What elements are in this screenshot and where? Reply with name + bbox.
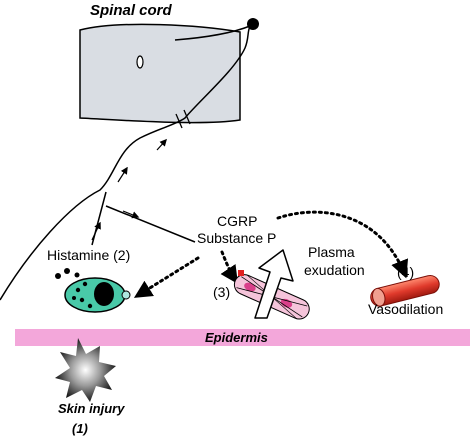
mast-cell-nucleus bbox=[94, 282, 114, 306]
dotted-arrow-to-plasma bbox=[220, 250, 238, 284]
dotted-arrow-to-mast-cell bbox=[133, 256, 200, 298]
mast-cell bbox=[55, 268, 131, 313]
skin-injury-step-label: (1) bbox=[72, 421, 88, 436]
plasma-label: Plasma bbox=[308, 244, 355, 260]
substance-p-label: Substance P bbox=[197, 230, 277, 246]
spinal-cord-label: Spinal cord bbox=[90, 2, 172, 19]
step-4-label: (4) bbox=[397, 264, 415, 280]
step-3-label: (3) bbox=[213, 284, 231, 300]
epidermis-label: Epidermis bbox=[205, 330, 268, 345]
histamine-label: Histamine (2) bbox=[47, 247, 131, 263]
nerve-break-mark bbox=[183, 109, 191, 125]
vasodilation-label: Vasodilation bbox=[368, 301, 444, 317]
plasma-exudation-arrow bbox=[254, 249, 294, 319]
exudation-label: exudation bbox=[304, 262, 365, 278]
cgrp-label: CGRP bbox=[217, 213, 258, 229]
signal-arrow bbox=[91, 221, 101, 241]
signal-arrow bbox=[122, 210, 140, 219]
signal-arrow bbox=[156, 138, 167, 151]
injury-burst bbox=[55, 338, 116, 402]
dilated-vessel bbox=[370, 274, 440, 307]
nerve-branch-histamine bbox=[91, 191, 107, 246]
nerve-central-terminal bbox=[174, 25, 251, 41]
epidermis-band bbox=[15, 329, 470, 346]
leaky-vessel bbox=[233, 249, 310, 320]
skin-injury-label: Skin injury bbox=[58, 401, 125, 416]
spinal-cord-shape bbox=[79, 23, 241, 124]
neuron-cell-body bbox=[247, 18, 259, 30]
nerve-fiber bbox=[0, 23, 254, 301]
nerve-break-mark bbox=[175, 113, 183, 129]
nerve-branch-effector bbox=[105, 205, 196, 243]
central-canal bbox=[136, 55, 144, 69]
signal-arrow bbox=[117, 166, 128, 183]
dotted-arrow-to-vessel bbox=[276, 210, 409, 279]
